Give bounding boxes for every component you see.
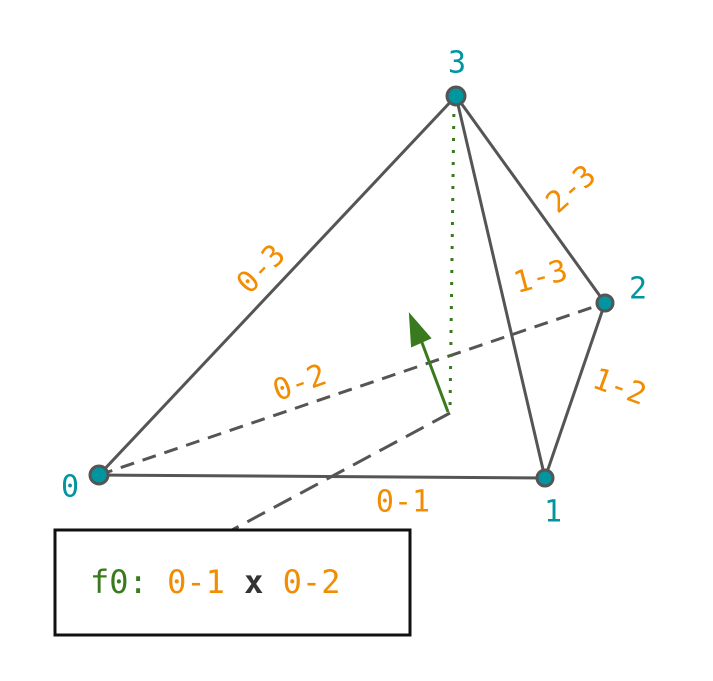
face-name: f0:: [90, 563, 148, 601]
vertex-label-3: 3: [448, 46, 466, 81]
edge-label-2-3: 2-3: [539, 158, 603, 220]
edge-label-1-3: 1-3: [510, 253, 571, 301]
edge-0-1: [98, 473, 546, 480]
edge-1-2: [543, 302, 607, 479]
edge-1-3: [454, 95, 547, 479]
edge-label-1-2: 1-2: [588, 361, 651, 412]
cross-operator: x: [244, 563, 263, 601]
face-callout-text: f0: 0-1 x 0-2: [90, 563, 340, 601]
callout-leader-line: [231, 411, 451, 532]
vertex-label-2: 2: [629, 272, 647, 307]
edge-label-0-3: 0-3: [230, 238, 293, 301]
edge-2-3: [454, 95, 607, 304]
face-edge-b: 0-2: [283, 563, 341, 601]
edge-0-3: [97, 94, 458, 477]
vertex-label-1: 1: [544, 495, 562, 530]
edge-0-2: [98, 301, 606, 477]
edge-label-0-1: 0-1: [376, 485, 430, 520]
vertex-2: [595, 293, 615, 313]
normal-arrow-shaft: [419, 339, 450, 413]
face-edge-a: 0-1: [167, 563, 225, 601]
height-dotted-line: [448, 101, 456, 413]
vertex-1: [535, 468, 555, 488]
vertex-label-0: 0: [61, 470, 79, 505]
vertex-0: [88, 464, 110, 486]
face-callout-box: [53, 528, 412, 637]
vertex-3: [445, 85, 467, 107]
edge-label-0-2: 0-2: [268, 357, 331, 408]
normal-arrow-head-icon: [408, 312, 432, 348]
